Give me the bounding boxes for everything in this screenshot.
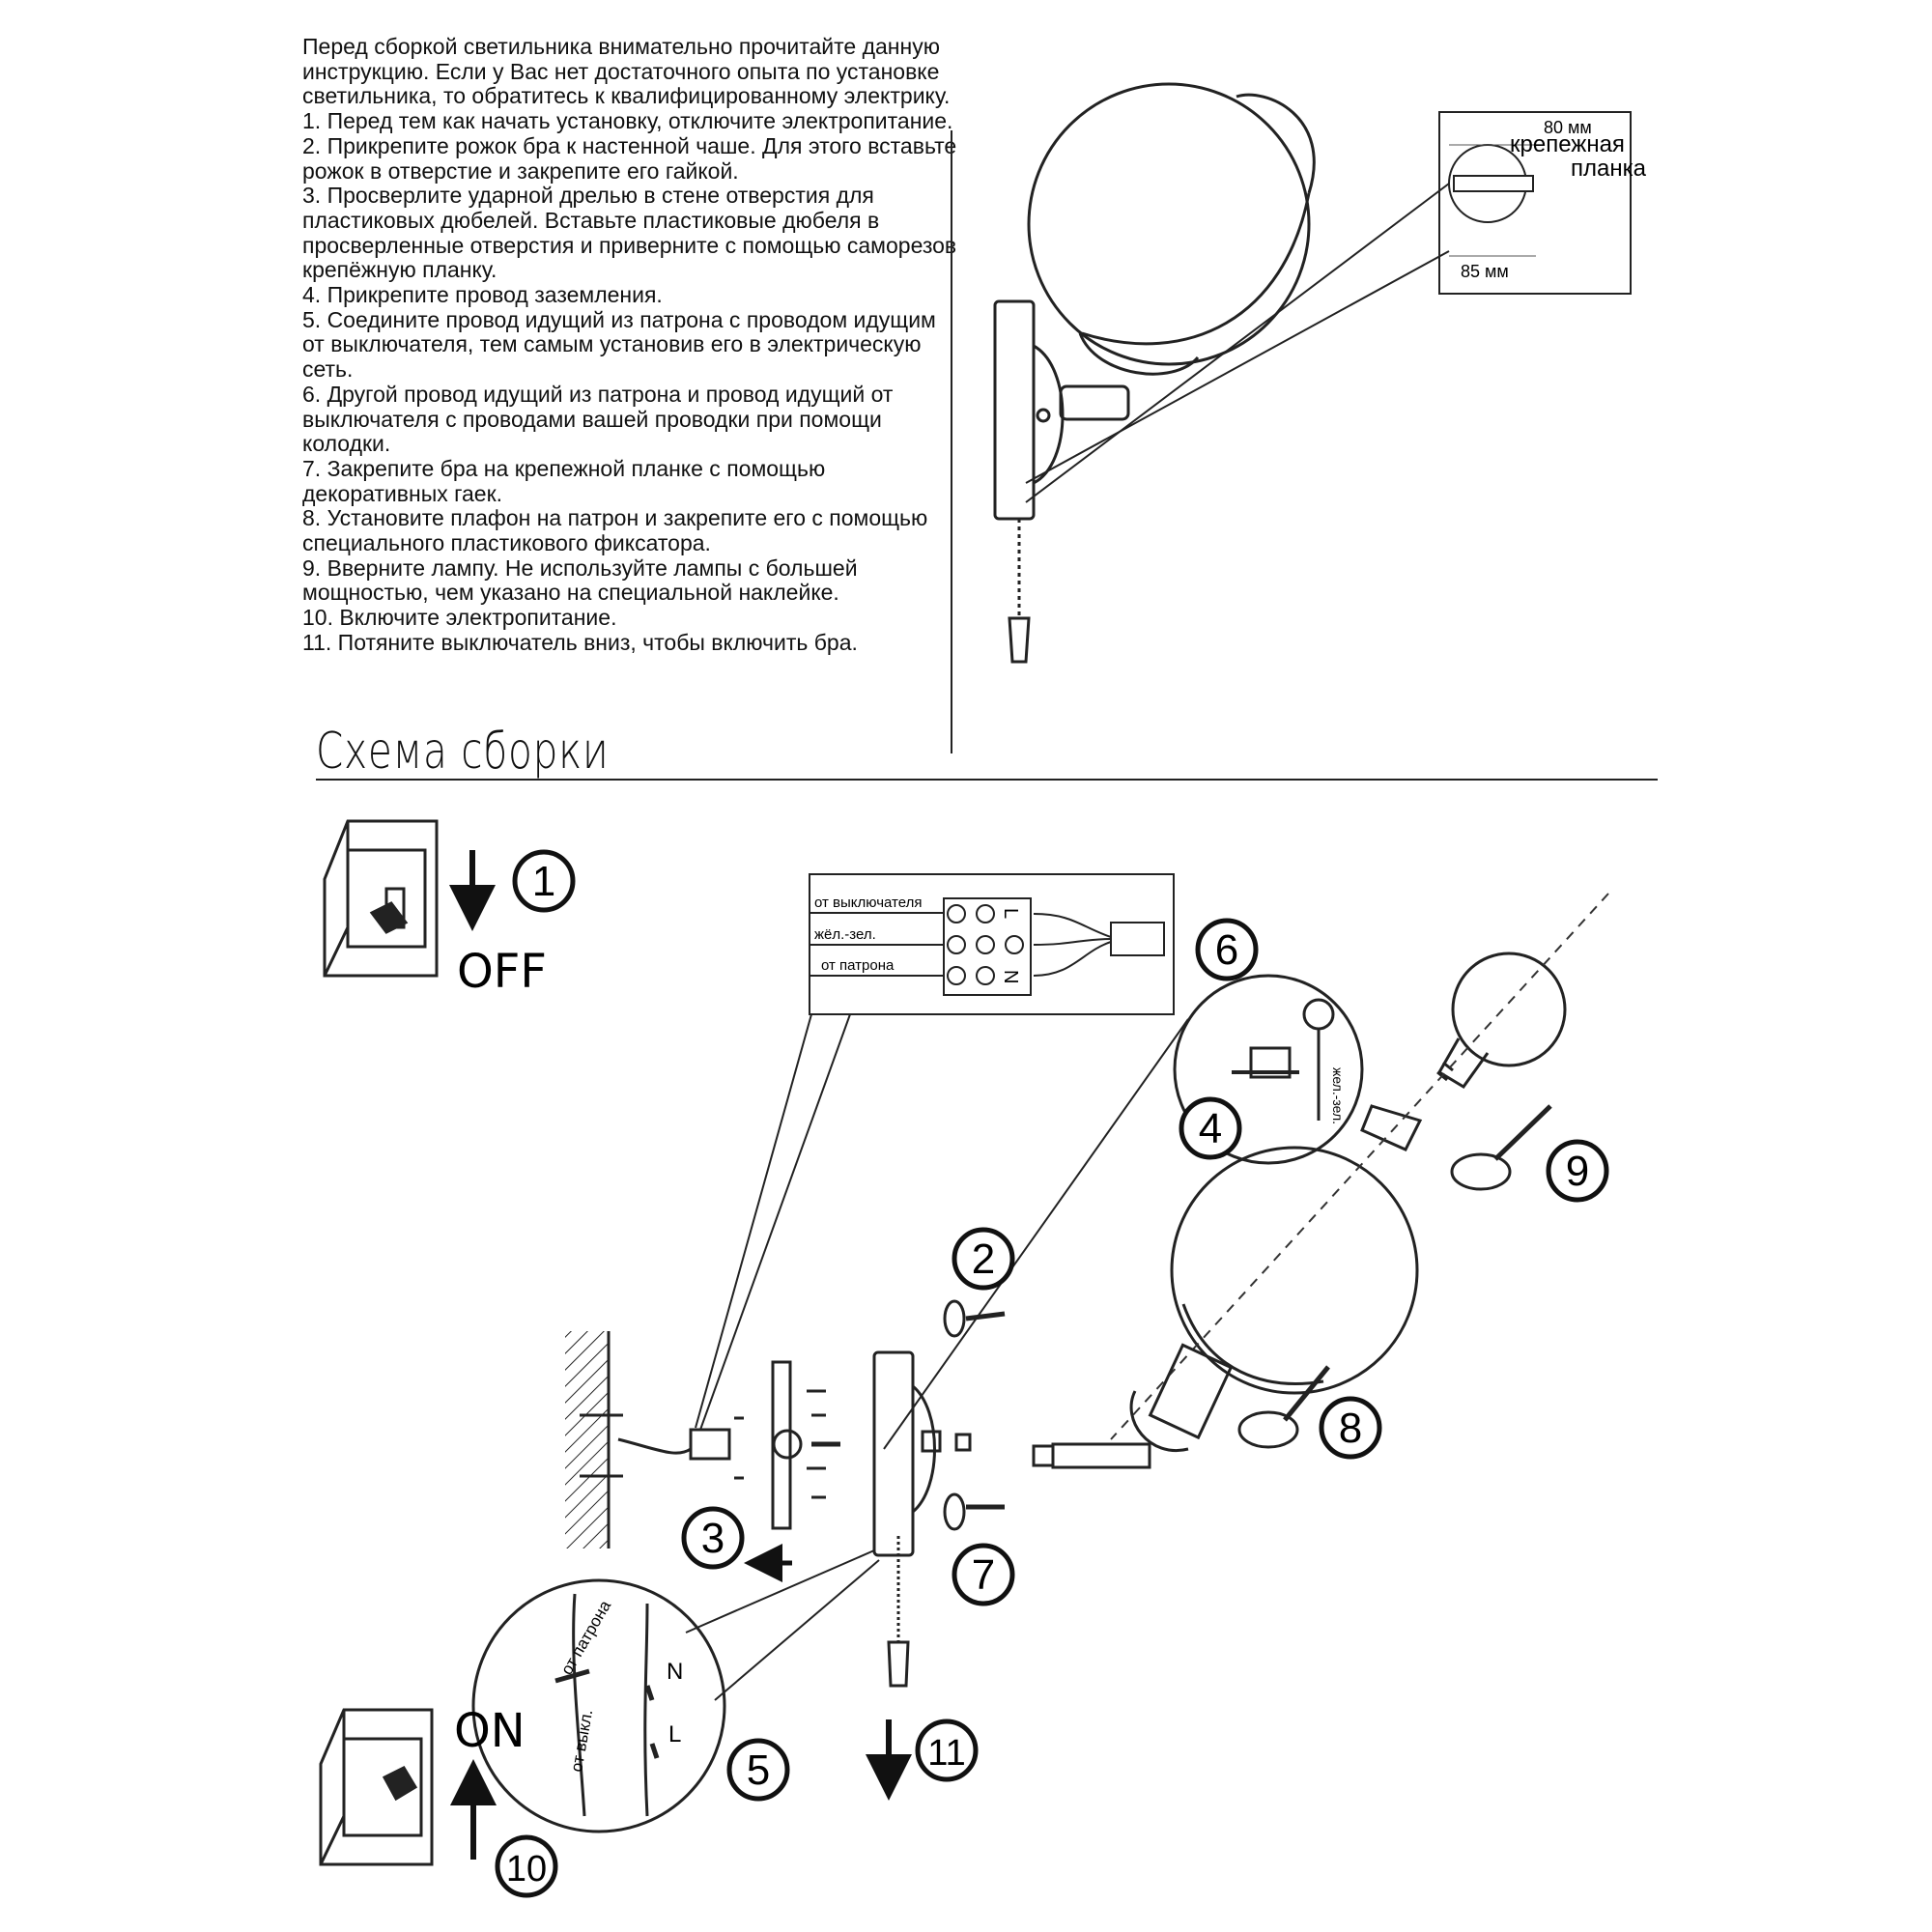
dimension-85mm: 85 мм bbox=[1461, 262, 1509, 281]
bracket-label-line1: крепежная bbox=[1510, 131, 1625, 157]
assembly-diagram-heading: Схема сборки bbox=[316, 723, 610, 781]
terminal-l-label: L bbox=[1000, 908, 1021, 919]
svg-text:11: 11 bbox=[927, 1733, 965, 1774]
mounting-plate bbox=[734, 1360, 840, 1530]
assembly-axis bbox=[1110, 893, 1609, 1440]
intro-paragraph: Перед сборкой светильника внимательно пр… bbox=[302, 34, 951, 109]
leader-wire-2 bbox=[714, 1559, 880, 1701]
decorative-nut-2 bbox=[943, 1299, 1006, 1338]
leader-terminal bbox=[695, 1013, 812, 1429]
step-marker-5: 5 bbox=[726, 1738, 790, 1802]
svg-text:6: 6 bbox=[1215, 926, 1238, 974]
step-7: 7. Закрепите бра на крепежной планке с п… bbox=[302, 455, 826, 506]
step-3: 3. Просверлите ударной дрелью в стене от… bbox=[302, 183, 957, 283]
step-markers: 1 2 3 4 5 6 7 8 bbox=[495, 849, 1609, 1898]
ground-wire-label: жел.-зел. bbox=[1330, 1067, 1346, 1124]
svg-text:2: 2 bbox=[972, 1236, 995, 1283]
svg-text:7: 7 bbox=[972, 1551, 995, 1599]
step-10: 10. Включите электропитание. bbox=[302, 605, 617, 631]
step-marker-10: 10 bbox=[495, 1834, 558, 1898]
switch-off-label: OFF bbox=[457, 945, 547, 999]
step-4: 4. Прикрепите провод заземления. bbox=[302, 282, 663, 308]
sconce-illustration bbox=[993, 82, 1450, 664]
step-marker-9: 9 bbox=[1546, 1139, 1609, 1203]
switch-off-illustration bbox=[323, 819, 439, 978]
leader-ground bbox=[883, 1018, 1189, 1450]
step-marker-7: 7 bbox=[952, 1543, 1015, 1606]
switch-on-illustration bbox=[319, 1708, 434, 1866]
step-2: 2. Прикрепите рожок бра к настенной чаше… bbox=[302, 132, 957, 184]
lamp-holder bbox=[1032, 1343, 1234, 1469]
leader-terminal-2 bbox=[699, 1013, 851, 1431]
svg-text:10: 10 bbox=[506, 1849, 547, 1889]
step-marker-1: 1 bbox=[512, 849, 576, 913]
step-8: 8. Установите плафон на патрон и закрепи… bbox=[302, 505, 928, 556]
wire-l-label: L bbox=[668, 1721, 681, 1747]
step-1: 1. Перед тем как начать установку, отклю… bbox=[302, 108, 953, 134]
step-marker-3: 3 bbox=[681, 1506, 745, 1570]
step-marker-6: 6 bbox=[1195, 918, 1259, 981]
decorative-nut-7 bbox=[943, 1492, 1005, 1531]
instructions-text: Перед сборкой светильника внимательно пр… bbox=[302, 34, 959, 656]
step-marker-11: 11 bbox=[915, 1719, 979, 1782]
mounting-bracket-detail: 80 мм крепежная планка 85 мм bbox=[1438, 111, 1647, 295]
terminal-n-label: N bbox=[1000, 970, 1021, 983]
terminal-block-detail: от выключателя жёл.-зел. от патрона L N bbox=[809, 873, 1175, 1015]
step-6: 6. Другой провод идущий из патрона и про… bbox=[302, 381, 894, 457]
step-marker-4: 4 bbox=[1179, 1096, 1242, 1160]
svg-text:4: 4 bbox=[1199, 1105, 1222, 1152]
svg-text:8: 8 bbox=[1339, 1405, 1362, 1452]
terminal-from-socket-label: от патрона bbox=[821, 957, 895, 974]
glass-shade bbox=[1170, 1146, 1419, 1395]
svg-text:9: 9 bbox=[1566, 1148, 1589, 1195]
step-marker-2: 2 bbox=[952, 1227, 1015, 1291]
svg-text:5: 5 bbox=[747, 1747, 770, 1794]
retaining-ring-9 bbox=[1360, 1104, 1552, 1191]
wire-n-label: N bbox=[667, 1659, 683, 1685]
wire-connection-detail: от патрона от выкл. N L bbox=[471, 1578, 726, 1833]
terminal-yellow-green-label: жёл.-зел. bbox=[814, 926, 876, 943]
step-9: 9. Вверните лампу. Не используйте лампы … bbox=[302, 554, 858, 606]
step-11: 11. Потяните выключатель вниз, чтобы вкл… bbox=[302, 629, 858, 655]
leader-wire-1 bbox=[685, 1549, 875, 1634]
bracket-label-line2: планка bbox=[1571, 156, 1647, 182]
step-marker-8: 8 bbox=[1319, 1396, 1382, 1460]
retaining-ring-8 bbox=[1237, 1365, 1330, 1449]
wall-cup bbox=[872, 1350, 972, 1688]
terminal-from-switch-label: от выключателя bbox=[814, 895, 922, 911]
svg-text:3: 3 bbox=[701, 1515, 724, 1562]
switch-on-label: ON bbox=[454, 1704, 526, 1758]
dimension-80mm: 80 мм bbox=[1544, 118, 1592, 137]
ground-symbol bbox=[1005, 935, 1024, 954]
wall-section bbox=[565, 1331, 731, 1548]
lamp-bulb bbox=[1436, 952, 1567, 1089]
step-5: 5. Соедините провод идущий из патрона с … bbox=[302, 306, 936, 383]
svg-text:1: 1 bbox=[532, 858, 555, 905]
